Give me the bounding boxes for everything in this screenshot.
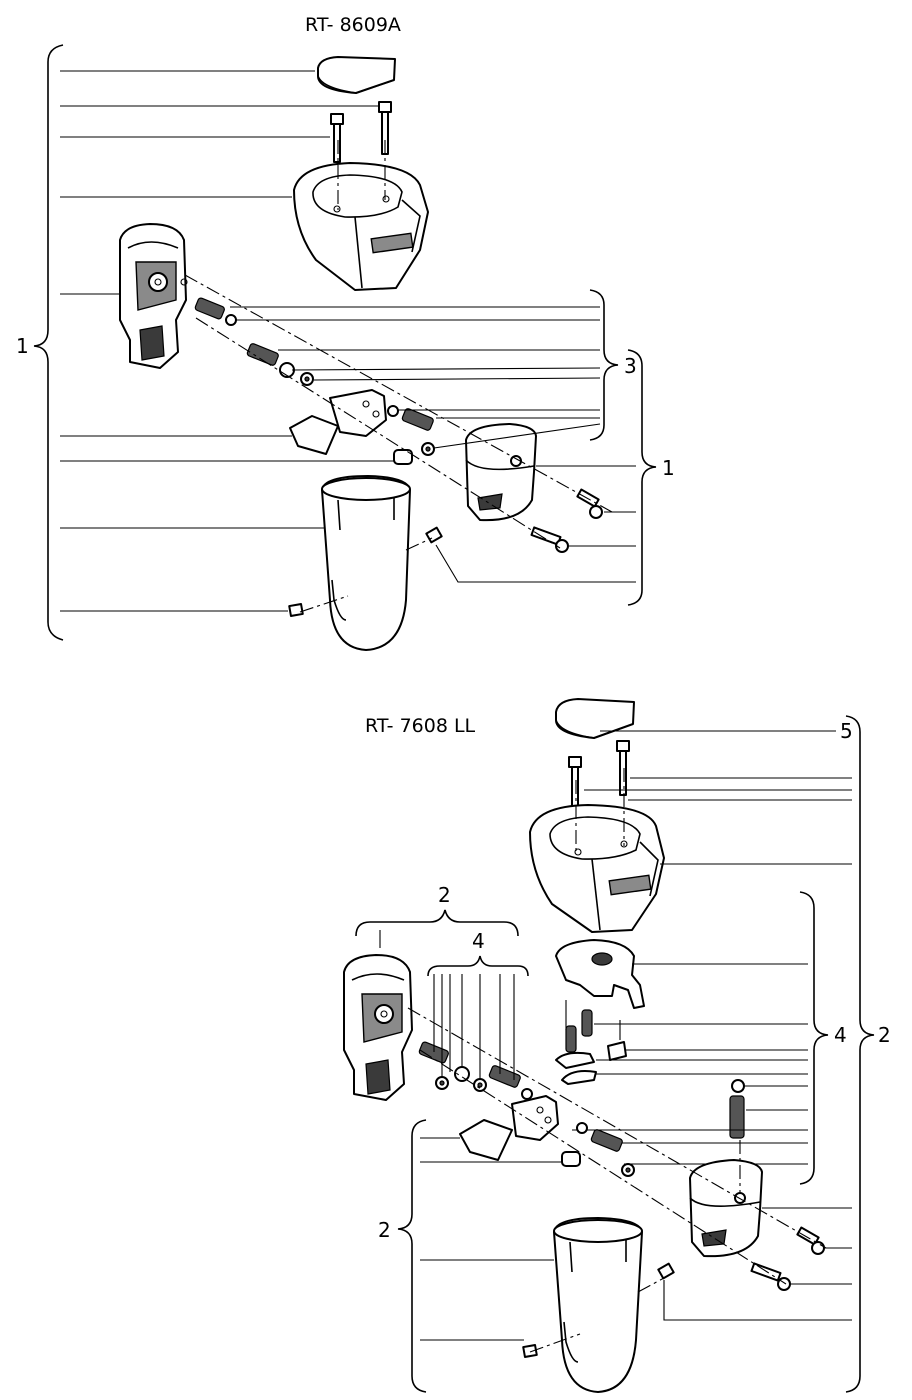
callout-bottom-right-4: 4: [834, 1023, 847, 1047]
assembly-axis-top: [184, 274, 613, 513]
receiver-cup-part: [465, 423, 537, 522]
brace-bottom-handle-group: [355, 909, 519, 937]
barrel-sleeve-part-bottom: [522, 1217, 675, 1393]
leader-lines-sub-3: [230, 306, 601, 449]
leader-lines-sub-4-right: [565, 1000, 808, 1165]
trigger-lever-part: [289, 389, 387, 455]
handle-frame-part: [119, 223, 188, 369]
housing-body-part-bottom: [529, 804, 665, 933]
brace-bottom-right-2: [845, 715, 875, 1393]
cap-screw-parts-bottom: [568, 740, 630, 808]
leader-lines-spring-group: [433, 974, 515, 1080]
brace-sub-3: [589, 289, 619, 441]
diagram-rt-8609a: RT- 8609A 1: [16, 14, 675, 651]
selector-cam-part: [555, 939, 808, 1009]
callout-bottom-spring-group: 4: [472, 929, 485, 953]
assembly-axis-bottom: [407, 1007, 827, 1249]
spring-washer-parts-bottom: [418, 1041, 635, 1177]
brace-bottom-spring-group: [427, 955, 529, 977]
model-title-top: RT- 8609A: [305, 14, 401, 36]
leader-lines-bottom-right-upper: [584, 777, 852, 865]
callout-top-sub-3: 3: [624, 354, 637, 378]
callout-bottom-left-2: 2: [378, 1218, 391, 1242]
assembly-brace-left: [33, 44, 64, 641]
diagram-rt-7608-ll: RT- 7608 LL 5: [343, 698, 891, 1393]
cap-screw-parts: [330, 101, 392, 163]
cap-pad-part: [317, 56, 396, 94]
brace-bottom-right-4: [799, 891, 829, 1185]
brace-sub-1: [627, 349, 657, 606]
leader-lines-bottom-left: [420, 1137, 562, 1341]
detent-spring-parts: [555, 1009, 745, 1139]
leader-lines-top-left: [60, 70, 396, 612]
callout-bottom-cap: 5: [840, 719, 853, 743]
brace-bottom-left-2: [397, 1119, 427, 1393]
handle-frame-part-bottom: [343, 954, 413, 1101]
cap-pad-part-bottom: [555, 698, 635, 739]
receiver-bolt-parts: [530, 488, 603, 553]
housing-body-part: [293, 162, 429, 291]
receiver-cup-part-bottom: [689, 1159, 852, 1258]
callout-top-assembly: 1: [16, 334, 29, 358]
model-title-bottom: RT- 7608 LL: [365, 715, 476, 737]
leader-lines-sub-1: [435, 465, 636, 583]
barrel-sleeve-part: [288, 475, 443, 651]
callout-bottom-right-2: 2: [878, 1023, 891, 1047]
callout-top-sub-1: 1: [662, 456, 675, 480]
callout-bottom-handle-group: 2: [438, 883, 451, 907]
trigger-lever-part-bottom: [459, 1095, 559, 1161]
